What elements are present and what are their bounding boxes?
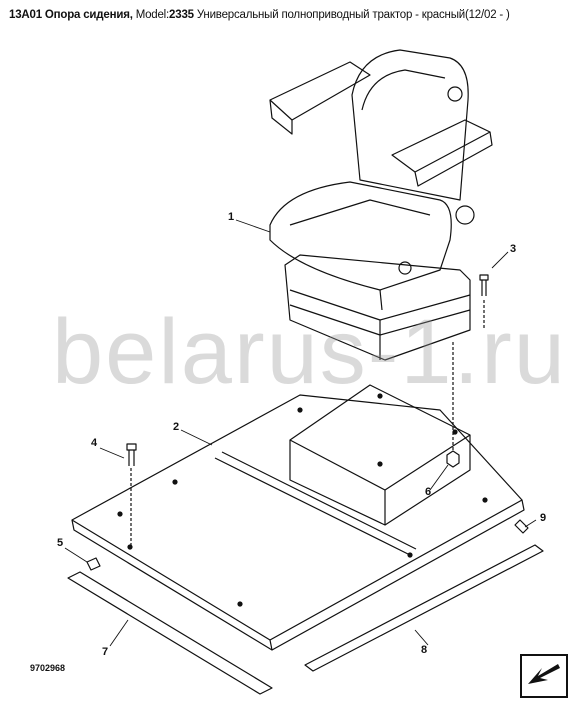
callout-7: 7 [102, 646, 109, 658]
clip-part-5[interactable] [86, 557, 101, 571]
watermark: belarus-1.ru [52, 301, 567, 403]
callout-4: 4 [91, 437, 98, 449]
title-model-number: 2335 [169, 9, 194, 21]
navigation-arrow-button[interactable] [520, 654, 568, 698]
title-description: Универсальный полноприводный трактор - к… [196, 9, 510, 21]
callout-6: 6 [425, 486, 432, 498]
title-code: 13A01 [9, 9, 42, 21]
leader-lines [64, 219, 537, 647]
arrow-down-left-icon [528, 664, 560, 684]
seat-assembly[interactable] [269, 49, 493, 361]
callout-5: 5 [57, 537, 64, 549]
bolt-part-3[interactable] [479, 274, 489, 330]
callout-8: 8 [421, 644, 428, 656]
seal-strip-part-8[interactable] [304, 544, 544, 672]
plate-raised-box [289, 384, 471, 526]
title-model-label: Model: [135, 9, 170, 21]
title-part: Опора сидения, [44, 9, 133, 21]
callout-9: 9 [540, 512, 547, 524]
seat-base-plate[interactable] [71, 393, 525, 651]
seal-strip-part-7[interactable] [67, 571, 273, 695]
bolt-part-4[interactable] [126, 443, 137, 545]
drawing-number: 9702968 [30, 663, 66, 673]
callout-2: 2 [173, 421, 180, 433]
page-title: 13A01 Опора сидения, Model:2335 Универса… [9, 9, 510, 21]
pin-part-9[interactable] [514, 519, 529, 534]
callout-3: 3 [510, 243, 517, 255]
nut-part-6[interactable] [446, 342, 460, 468]
callout-1: 1 [228, 211, 235, 223]
